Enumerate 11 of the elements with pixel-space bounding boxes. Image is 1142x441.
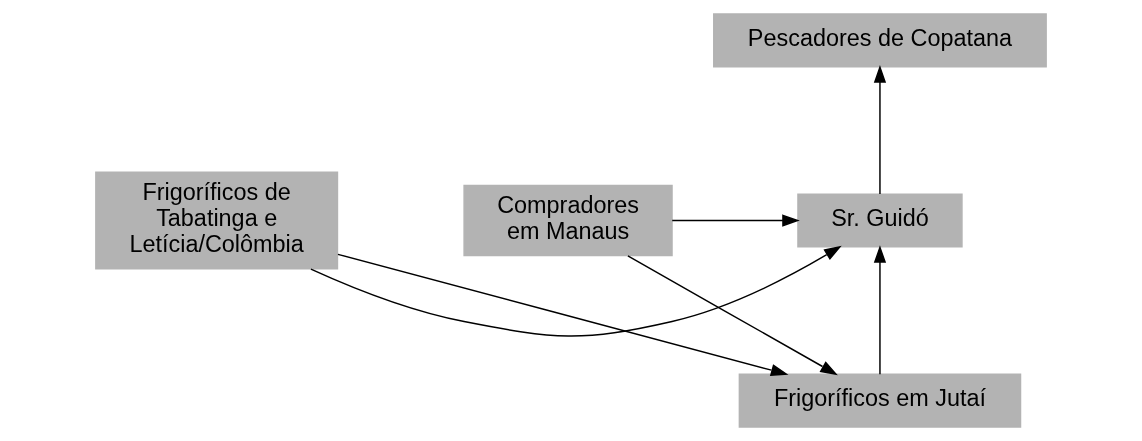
arrow	[873, 245, 887, 375]
arrow	[627, 255, 838, 376]
node-box: Pescadores de Copatana	[713, 13, 1047, 68]
arrow	[337, 253, 789, 377]
arrow	[873, 65, 887, 195]
node-box: Compradores em Manaus	[463, 184, 673, 257]
node-box: Frigoríficos de Tabatinga e Letícia/Colômbia	[95, 171, 339, 270]
arrow	[310, 245, 842, 337]
arrow	[671, 214, 800, 227]
node-box: Sr. Guidó	[797, 193, 963, 248]
node-box: Frigoríficos em Jutaí	[738, 373, 1022, 428]
